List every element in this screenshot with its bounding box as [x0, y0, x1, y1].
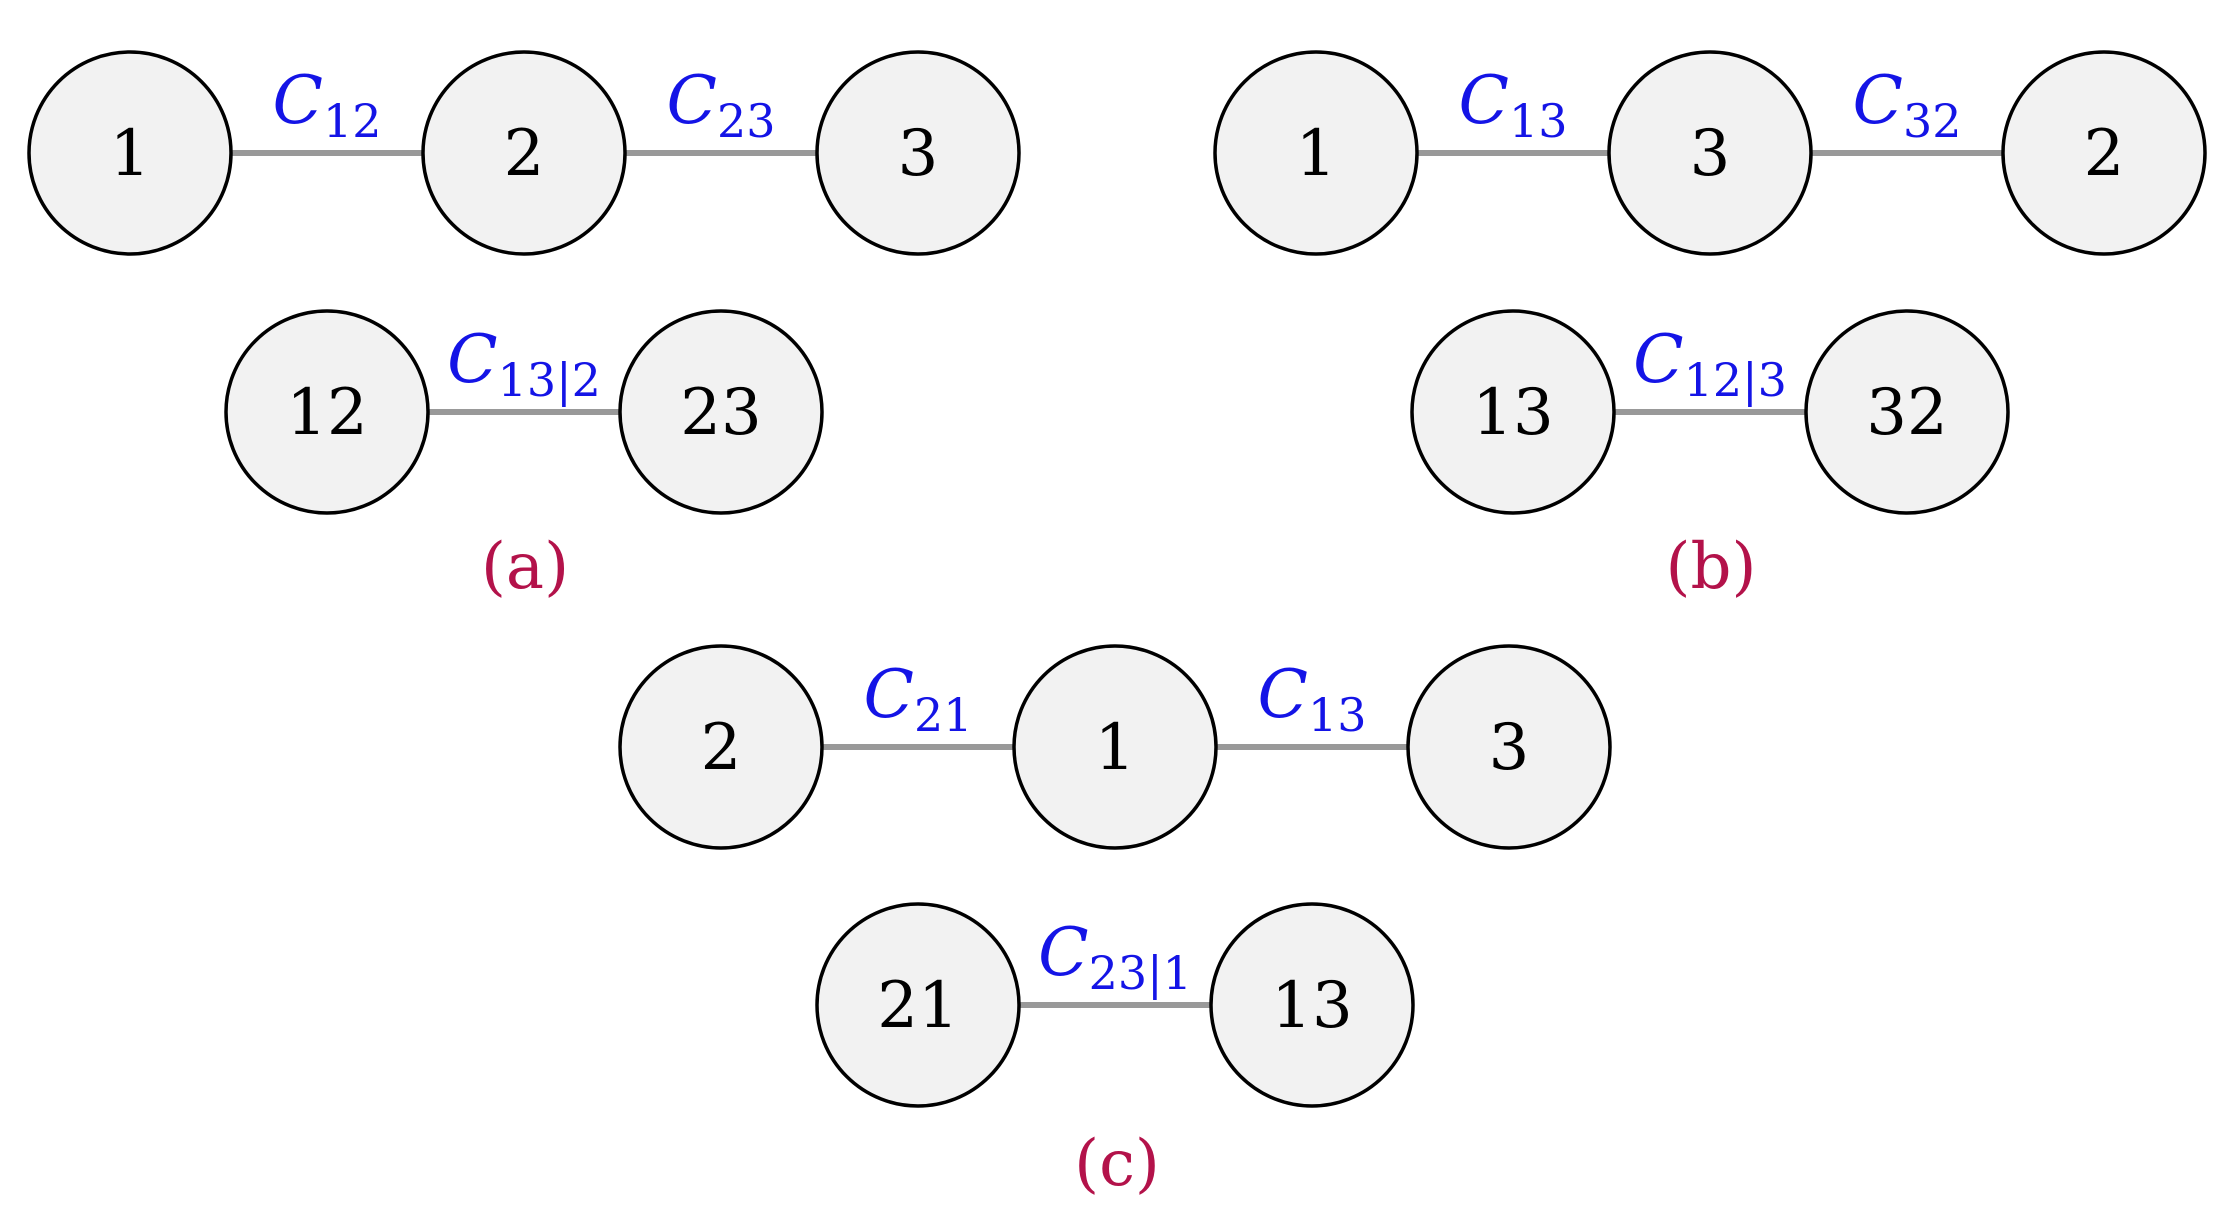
edge-label-subscript: 12|3: [1684, 353, 1787, 407]
tree-node: 2: [618, 644, 824, 850]
node-circle: [815, 902, 1021, 1108]
node-circle: [1410, 309, 1616, 515]
node-label: 23: [680, 376, 761, 450]
node-circle: [1804, 309, 2010, 515]
tree-node: 2: [2001, 50, 2207, 256]
node-label: 2: [701, 711, 742, 785]
panel-caption: (a): [481, 530, 569, 604]
edge-label-subscript: 13|2: [498, 353, 601, 407]
edge-label: C13|2: [447, 321, 601, 407]
edge-label: C21: [863, 656, 972, 742]
node-label: 3: [1489, 711, 1530, 785]
tree-node: 21: [815, 902, 1021, 1108]
edge-label: C23|1: [1038, 914, 1192, 1000]
tree-2: C13|2 12 23: [224, 309, 824, 515]
node-label: 1: [1296, 117, 1337, 191]
edge-label-subscript: 23|1: [1089, 946, 1192, 1000]
tree-node: 12: [224, 309, 430, 515]
node-label: 13: [1472, 376, 1553, 450]
panel-caption: (c): [1074, 1127, 1160, 1201]
edge-label-symbol: C: [1038, 914, 1089, 991]
edge-label-symbol: C: [1852, 62, 1903, 139]
tree-node: 3: [1607, 50, 1813, 256]
panel-caption: (b): [1666, 530, 1757, 604]
edge-label-subscript: 13: [1509, 94, 1568, 148]
edge-label-subscript: 21: [914, 688, 973, 742]
tree-node: 13: [1410, 309, 1616, 515]
node-label: 13: [1271, 969, 1352, 1043]
edge-label: C13: [1458, 62, 1567, 148]
node-circle: [815, 50, 1021, 256]
tree-node: 1: [27, 50, 233, 256]
node-circle: [1607, 50, 1813, 256]
edge-label-symbol: C: [666, 62, 717, 139]
edge-label-symbol: C: [1458, 62, 1509, 139]
node-circle: [1209, 902, 1415, 1108]
node-circle: [1012, 644, 1218, 850]
tree-node: 1: [1213, 50, 1419, 256]
edge-label-subscript: 12: [323, 94, 382, 148]
edge-label-symbol: C: [447, 321, 498, 398]
node-circle: [421, 50, 627, 256]
node-label: 12: [286, 376, 367, 450]
node-label: 2: [2084, 117, 2125, 191]
edge-label: C13: [1257, 656, 1366, 742]
node-label: 2: [504, 117, 545, 191]
edge-label-subscript: 32: [1903, 94, 1962, 148]
node-circle: [27, 50, 233, 256]
node-label: 1: [110, 117, 151, 191]
edge-label-subscript: 23: [717, 94, 776, 148]
node-label: 1: [1095, 711, 1136, 785]
tree-node: 2: [421, 50, 627, 256]
tree-node: 3: [1406, 644, 1612, 850]
edge-label: C23: [666, 62, 775, 148]
edge-label: C12|3: [1633, 321, 1787, 407]
node-label: 21: [877, 969, 958, 1043]
node-circle: [224, 309, 430, 515]
tree-2: C23|1 21 13: [815, 902, 1415, 1108]
tree-node: 23: [618, 309, 824, 515]
node-circle: [618, 309, 824, 515]
node-label: 3: [1690, 117, 1731, 191]
edge-label: C32: [1852, 62, 1961, 148]
tree-2: C12|3 13 32: [1410, 309, 2010, 515]
tree-node: 13: [1209, 902, 1415, 1108]
edge-label-subscript: 13: [1308, 688, 1367, 742]
node-label: 3: [898, 117, 939, 191]
edge-label-symbol: C: [1257, 656, 1308, 733]
node-circle: [1213, 50, 1419, 256]
edge-label-symbol: C: [1633, 321, 1684, 398]
node-label: 32: [1866, 376, 1947, 450]
node-circle: [2001, 50, 2207, 256]
node-circle: [1406, 644, 1612, 850]
tree-node: 32: [1804, 309, 2010, 515]
tree-node: 1: [1012, 644, 1218, 850]
node-circle: [618, 644, 824, 850]
edge-label-symbol: C: [272, 62, 323, 139]
edge-label-symbol: C: [863, 656, 914, 733]
tree-node: 3: [815, 50, 1021, 256]
edge-label: C12: [272, 62, 381, 148]
